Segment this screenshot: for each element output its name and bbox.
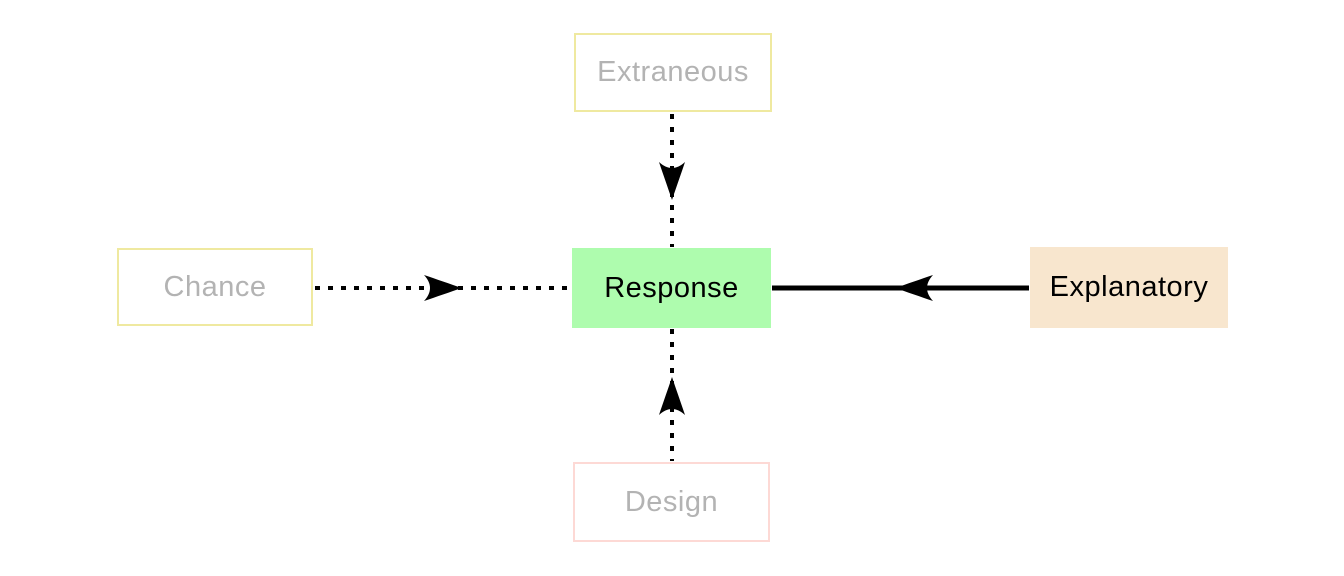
arrowhead-left-icon	[895, 275, 933, 301]
node-chance: Chance	[117, 248, 313, 326]
node-explanatory: Explanatory	[1030, 247, 1228, 328]
node-explanatory-label: Explanatory	[1049, 271, 1209, 303]
arrowhead-right-icon	[424, 275, 462, 301]
node-extraneous-label: Extraneous	[597, 56, 749, 88]
arrowhead-down-icon	[659, 162, 685, 200]
node-chance-label: Chance	[163, 270, 267, 303]
node-design-label: Design	[624, 485, 719, 518]
node-extraneous: Extraneous	[574, 33, 772, 112]
node-design: Design	[573, 462, 770, 542]
node-response: Response	[572, 248, 771, 328]
node-response-label: Response	[604, 271, 739, 304]
arrowhead-up-icon	[659, 377, 685, 415]
